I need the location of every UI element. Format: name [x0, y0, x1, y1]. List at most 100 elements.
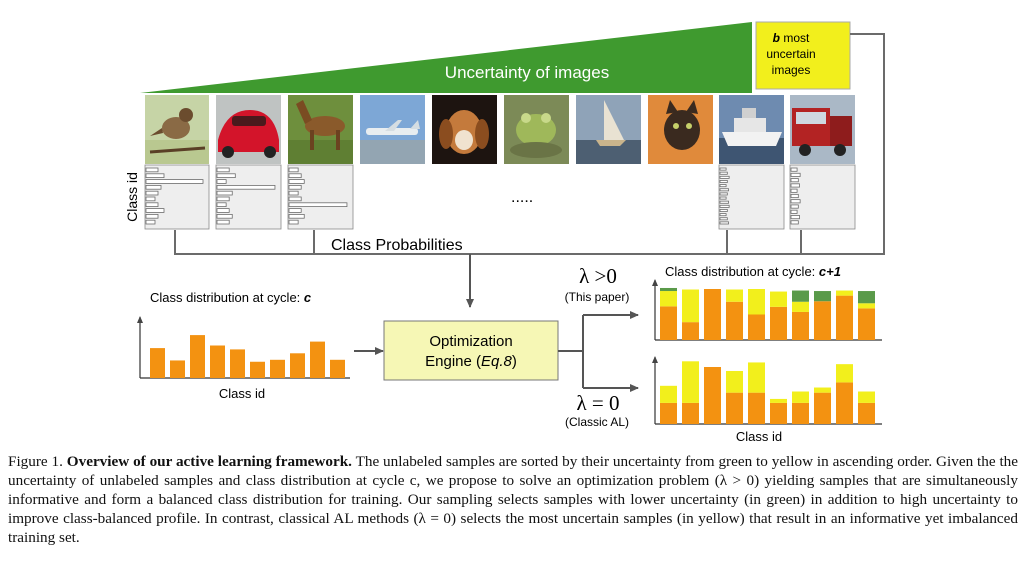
- bottom-bar-orange: [858, 402, 875, 424]
- left-bar: [330, 359, 345, 378]
- histogram-bar: [790, 209, 798, 214]
- bottom-bar-orange: [792, 402, 809, 424]
- optimization-engine-box: Optimization Engine (Eq.8): [383, 320, 559, 381]
- histogram-bar: [790, 183, 800, 188]
- thumb-frog: [504, 95, 569, 164]
- histogram-bar: [288, 167, 299, 173]
- histogram-bar: [719, 213, 727, 217]
- caption-title: Overview of our active learning framewor…: [66, 453, 352, 470]
- histogram-bar: [719, 200, 729, 204]
- histogram-bar: [145, 202, 159, 208]
- top-bar-green: [660, 287, 677, 292]
- histogram-bar: [288, 208, 302, 213]
- histogram-bar: [719, 192, 728, 196]
- left-bar: [170, 360, 185, 378]
- lambda-positive-note: (This paper): [565, 290, 630, 304]
- thumb-truck: [790, 95, 855, 164]
- bottom-bar-yellow: [814, 387, 831, 393]
- histogram-bar: [288, 202, 348, 208]
- thumb-cat: [648, 95, 713, 164]
- left-bar: [290, 353, 305, 378]
- bottom-bar-yellow: [792, 391, 809, 403]
- histogram-bar: [719, 171, 728, 175]
- thumb-dog: [432, 95, 497, 164]
- top-bar-yellow: [748, 289, 765, 315]
- bottom-bar-yellow: [682, 361, 699, 403]
- right-dist-label: Class distribution at cycle: c+1: [665, 264, 841, 279]
- top-bar-orange: [682, 322, 699, 340]
- histogram-bar: [288, 196, 302, 202]
- top-bar-yellow: [770, 291, 787, 307]
- histogram-bar: [719, 217, 728, 221]
- histogram-bar: [790, 178, 799, 183]
- left-distribution-bars: [150, 335, 345, 378]
- bottom-bar-orange: [814, 392, 831, 424]
- thumb-sailboat: [576, 95, 641, 164]
- left-dist-cycle: c: [304, 290, 312, 305]
- top-box-line1: most: [780, 31, 810, 45]
- thumb-red-car: [216, 95, 281, 164]
- figure-caption: Figure 1. Overview of our active learnin…: [8, 452, 1018, 547]
- left-bar: [210, 345, 225, 378]
- bottom-bar-yellow: [748, 362, 765, 393]
- svg-text:b most: b most: [773, 31, 810, 45]
- top-bar-yellow: [792, 301, 809, 312]
- right-top-distribution-bars: [660, 287, 875, 340]
- top-bar-orange: [770, 306, 787, 340]
- histogram-bar: [145, 219, 156, 225]
- histogram-bar: [216, 173, 236, 179]
- branch-arrows: [558, 311, 639, 392]
- histogram-bar: [790, 215, 800, 220]
- histogram-bar: [790, 199, 801, 204]
- class-id-vertical-label: Class id: [124, 172, 140, 222]
- top-box-line2: uncertain: [766, 47, 815, 61]
- histogram-bar: [216, 208, 230, 213]
- histogram-bar: [145, 196, 156, 202]
- top-bar-orange: [726, 301, 743, 340]
- top-bar-orange: [704, 289, 721, 340]
- left-dist-label: Class distribution at cycle: c: [150, 290, 312, 305]
- histogram-bar: [216, 219, 230, 225]
- bottom-bar-yellow: [836, 364, 853, 383]
- top-box-line3: images: [772, 63, 811, 77]
- top-bar-green: [858, 291, 875, 304]
- histogram-bar: [216, 167, 230, 173]
- right-bottom-distribution-bars: [660, 361, 875, 424]
- bottom-bar-yellow: [770, 398, 787, 403]
- histogram-bar: [145, 208, 165, 213]
- histogram-bar: [216, 196, 230, 202]
- histogram-bar: [790, 172, 801, 177]
- histogram-bar: [719, 196, 727, 200]
- histogram-bar: [719, 188, 729, 192]
- histogram-bar: [145, 184, 162, 190]
- histogram-bar: [790, 204, 799, 209]
- histogram-bar: [719, 184, 727, 188]
- histogram-bar: [145, 167, 159, 173]
- histogram-bar: [790, 167, 798, 172]
- histogram-bar: [145, 213, 159, 219]
- thumb-ship: [719, 95, 784, 164]
- histogram-bar: [145, 190, 159, 196]
- histogram-bar: [288, 219, 299, 225]
- thumb-horse: [288, 95, 353, 164]
- histogram-bar: [719, 167, 727, 171]
- bottom-bar-orange: [726, 392, 743, 424]
- top-bar-orange: [836, 295, 853, 340]
- thumb-bird: [145, 95, 209, 164]
- caption-body: The unlabeled samples are sorted by thei…: [8, 453, 1019, 546]
- bottom-bar-orange: [770, 402, 787, 424]
- top-bar-orange: [814, 301, 831, 340]
- caption-label: Figure 1.: [8, 453, 63, 470]
- bottom-bar-orange: [748, 392, 765, 424]
- histogram-bar: [790, 193, 799, 199]
- bottom-bar-orange: [836, 382, 853, 424]
- histogram-bar: [719, 209, 728, 212]
- lambda-zero-note: (Classic AL): [565, 415, 629, 429]
- histogram-bar: [719, 221, 729, 225]
- histogram-bar: [216, 190, 233, 196]
- lambda-positive: λ >0: [579, 264, 617, 288]
- top-bar-yellow: [682, 289, 699, 323]
- top-bar-yellow: [858, 303, 875, 309]
- histogram-frame: [789, 164, 856, 230]
- left-bar: [270, 359, 285, 378]
